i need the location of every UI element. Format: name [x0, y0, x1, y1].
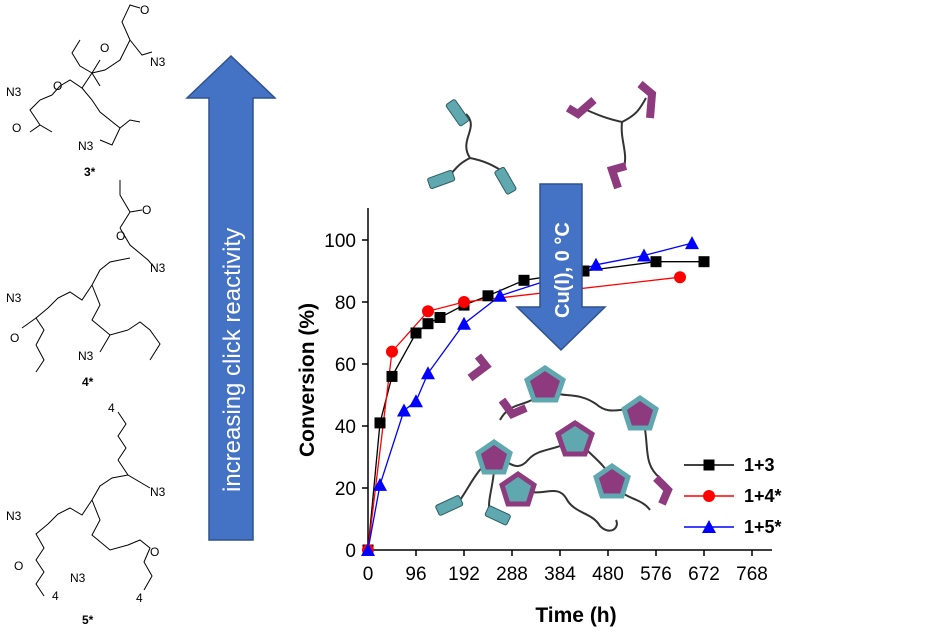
x-ticks: 0 96 192 288 384 480 576 672 768: [363, 550, 768, 585]
data-point-series-2: [674, 271, 686, 284]
data-point-series-3: [373, 477, 387, 491]
data-point-series-3: [637, 248, 651, 262]
y-ticks: 0 20 40 60 80 100: [324, 231, 368, 562]
data-point-series-3: [493, 288, 507, 302]
mol4-azide-1: N3: [150, 261, 166, 275]
data-point-series-3: [397, 403, 411, 417]
y-tick-label: 80: [335, 293, 356, 314]
series-line-3: [367, 242, 693, 551]
mol3-oxygen-4: O: [140, 3, 149, 17]
legend-marker-3: [702, 520, 716, 533]
x-axis-title: Time (h): [535, 604, 616, 627]
data-point-series-3: [457, 316, 471, 330]
reactivity-arrow-label: increasing click reactivity: [219, 228, 246, 492]
data-point-series-1: [374, 417, 386, 429]
y-axis-title: Conversion (%): [296, 303, 319, 457]
mol4-oxygen-3: O: [142, 203, 151, 217]
x-tick-label: 384: [544, 564, 576, 585]
mol3-azide-3: N3: [78, 139, 94, 153]
x-tick-label: 192: [448, 564, 480, 585]
mol5-repeat-2: 4: [52, 589, 59, 603]
series-markers: [361, 236, 710, 556]
data-point-series-1: [578, 265, 590, 277]
conversion-chart: 0 96 192 288 384 480 576 672 768 0 20 40 60 80 100 Ti…: [296, 208, 772, 627]
purple-triarm-illustration: [565, 80, 657, 190]
data-point-series-3: [589, 257, 603, 271]
x-tick-label: 768: [736, 564, 768, 585]
data-point-series-1: [386, 370, 398, 382]
data-point-series-3: [361, 543, 375, 556]
data-point-series-2: [386, 345, 398, 358]
mol3-azide-1: N3: [150, 55, 166, 69]
chart-legend: 1+3 1+4* 1+5*: [684, 455, 782, 537]
data-point-series-1: [650, 256, 662, 268]
data-point-series-2: [422, 305, 434, 318]
mol5-label: 5*: [82, 613, 94, 627]
mol5-azide-3: N3: [70, 571, 86, 585]
data-point-series-1: [482, 290, 494, 302]
data-point-series-1: [410, 327, 422, 339]
data-point-series-1: [422, 318, 434, 330]
network-illustration: [435, 353, 673, 532]
mol5-repeat-3: 4: [136, 591, 143, 605]
mol5-azide-2: N3: [6, 509, 22, 523]
mol3-oxygen-3: O: [12, 121, 21, 135]
reaction-condition-label: Cu(I), 0 °C: [552, 222, 574, 318]
mol5-repeat-1: 4: [108, 401, 115, 415]
x-tick-label: 96: [405, 564, 426, 585]
mol5-azide-1: N3: [150, 485, 166, 499]
reaction-condition-arrow: [515, 183, 607, 352]
mol4-label: 4*: [82, 375, 94, 389]
mol5-oxygen-2: O: [150, 545, 159, 559]
mol3-oxygen-2: O: [53, 79, 62, 93]
legend-label-1: 1+3: [744, 455, 775, 475]
data-point-series-1: [518, 274, 530, 286]
x-tick-label: 288: [496, 564, 528, 585]
y-tick-label: 0: [345, 541, 356, 562]
mol4-oxygen-1: O: [116, 229, 125, 243]
molecule-4: [21, 180, 161, 373]
x-tick-label: 672: [688, 564, 720, 585]
mol4-azide-2: N3: [6, 291, 22, 305]
data-point-series-3: [685, 236, 699, 250]
data-point-series-1: [698, 256, 710, 268]
x-tick-label: 480: [592, 564, 624, 585]
mol3-oxygen-1: O: [100, 41, 109, 55]
mol4-oxygen-2: O: [10, 331, 19, 345]
x-tick-label: 576: [640, 564, 672, 585]
y-tick-label: 60: [335, 355, 356, 376]
legend-marker-1: [703, 459, 715, 471]
y-tick-label: 20: [335, 479, 356, 500]
mol5-oxygen-1: O: [14, 559, 23, 573]
mol4-azide-3: N3: [78, 349, 94, 363]
data-point-series-1: [434, 312, 446, 323]
teal-triarm-illustration: [427, 99, 517, 195]
mol3-label: 3*: [84, 165, 96, 179]
data-point-series-3: [421, 366, 435, 380]
y-tick-label: 40: [335, 417, 356, 438]
x-tick-label: 0: [363, 564, 374, 585]
data-point-series-2: [458, 296, 470, 308]
data-point-series-3: [409, 394, 423, 408]
legend-label-2: 1+4*: [744, 486, 782, 506]
molecule-3: [29, 4, 153, 146]
molecule-5: [35, 411, 153, 597]
legend-marker-2: [703, 490, 715, 502]
legend-label-3: 1+5*: [744, 517, 782, 537]
mol3-azide-2: N3: [6, 85, 22, 99]
reactivity-arrow: [185, 54, 277, 541]
y-tick-label: 100: [324, 231, 356, 252]
